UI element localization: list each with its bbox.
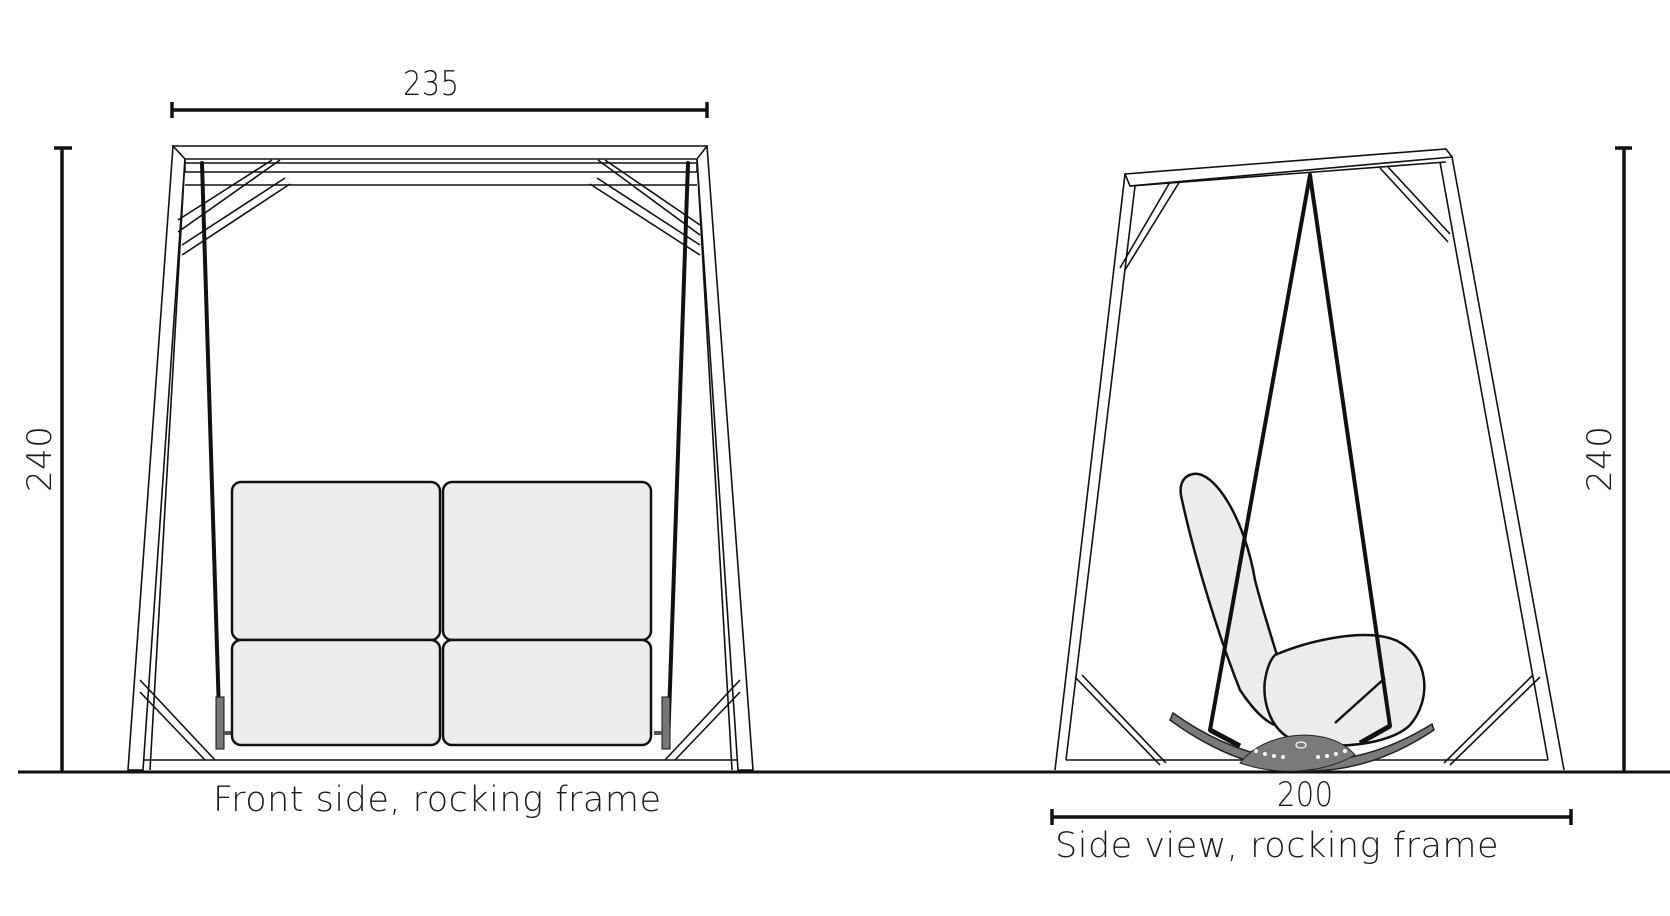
seat-cushion-right bbox=[441, 638, 653, 747]
front-height-dimension-line bbox=[54, 146, 72, 772]
side-height-dimension-line bbox=[1615, 146, 1632, 772]
back-cushion-right bbox=[441, 480, 653, 642]
side-width-label: 200 bbox=[1276, 775, 1334, 815]
side-view-caption: Side view, rocking frame bbox=[1055, 826, 1500, 866]
seat-cushion-left bbox=[230, 638, 442, 747]
seat-cushion-side bbox=[1263, 633, 1426, 747]
side-height-label: 240 bbox=[1580, 425, 1620, 492]
side-view bbox=[1050, 146, 1632, 825]
front-width-dimension-line bbox=[170, 102, 709, 118]
front-width-label: 235 bbox=[402, 64, 460, 104]
front-height-label: 240 bbox=[20, 425, 60, 492]
front-view bbox=[54, 102, 754, 772]
front-view-caption: Front side, rocking frame bbox=[213, 780, 662, 820]
back-cushion-left bbox=[230, 480, 442, 642]
side-width-dimension-line bbox=[1050, 809, 1573, 825]
